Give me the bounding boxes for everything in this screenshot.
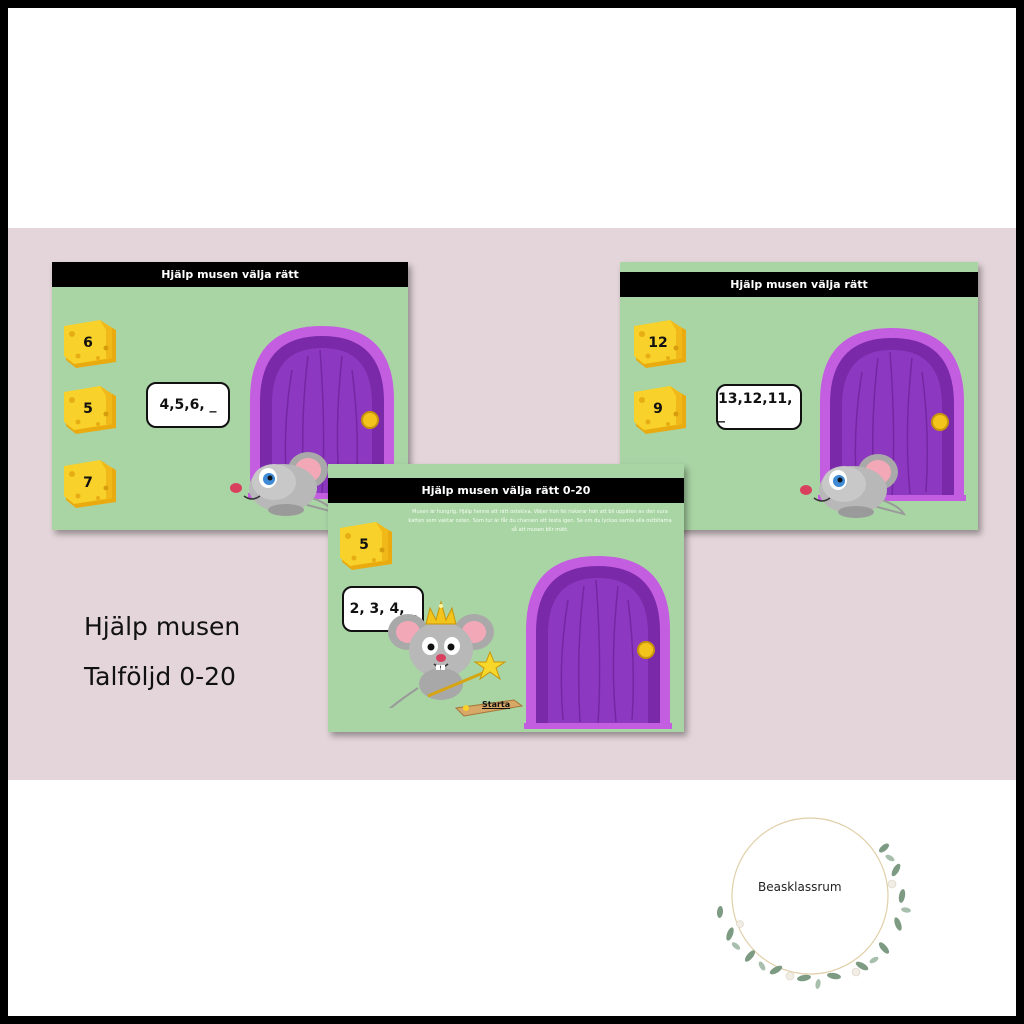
slide-title: Hjälp musen välja rätt 0-20 — [328, 478, 684, 503]
cheese-number: 5 — [359, 537, 369, 553]
caption-line-1: Hjälp musen — [84, 612, 241, 641]
door-icon — [518, 550, 678, 730]
sequence-box: 13,12,11, _ — [716, 384, 802, 430]
start-label: Starta — [482, 700, 511, 709]
cheese-number: 12 — [648, 335, 668, 351]
sequence-box: 4,5,6, _ — [146, 382, 230, 428]
cheese-number: 7 — [83, 475, 93, 491]
cheese-option-3[interactable]: 7 — [62, 458, 118, 510]
slide-center: Hjälp musen välja rätt 0-20 Musen är hun… — [328, 464, 684, 732]
cheese-option-1[interactable]: 12 — [632, 318, 688, 370]
wreath-icon — [716, 817, 911, 989]
slide-title: Hjälp musen välja rätt — [620, 272, 978, 297]
cheese-option-2[interactable]: 9 — [632, 384, 688, 436]
mouse-icon — [228, 442, 338, 522]
mouse-with-wand-icon — [388, 600, 507, 708]
slide-title: Hjälp musen välja rätt — [52, 262, 408, 287]
mouse-icon — [798, 444, 908, 524]
instructions-text: Musen är hungrig. Hjälp henne att rätt o… — [408, 509, 672, 533]
cheese-option-1[interactable]: 5 — [338, 520, 394, 572]
brand-name: Beasklassrum — [758, 880, 842, 894]
start-button[interactable]: Starta — [454, 696, 524, 718]
mousetrap-icon — [454, 699, 524, 717]
cheese-number: 6 — [83, 335, 93, 351]
caption-line-2: Talföljd 0-20 — [84, 662, 236, 691]
cheese-option-2[interactable]: 5 — [62, 384, 118, 436]
cheese-number: 5 — [83, 401, 93, 417]
cheese-number: 9 — [653, 401, 663, 417]
cheese-option-1[interactable]: 6 — [62, 318, 118, 370]
